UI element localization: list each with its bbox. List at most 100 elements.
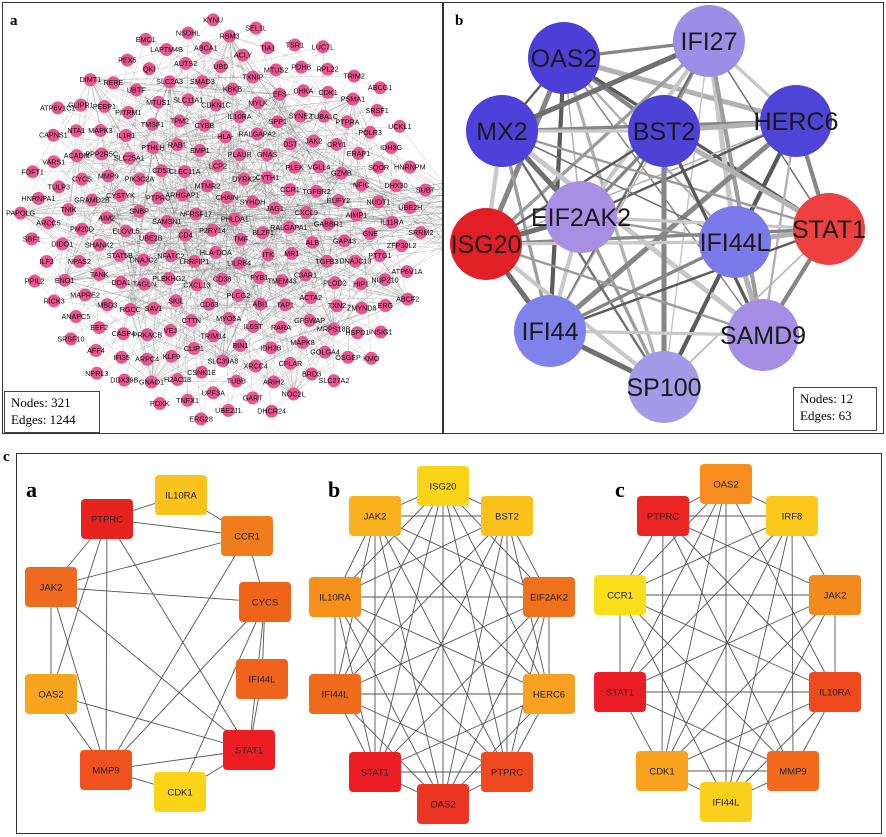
panel-c-node-mmp9[interactable]: MMP9: [80, 750, 132, 790]
gene-node-dyrk2[interactable]: DYRK2: [232, 172, 256, 186]
gene-node-h2ac18[interactable]: H2AC18: [164, 372, 191, 386]
gene-node-phlda1[interactable]: PHLDA1: [221, 212, 249, 226]
gene-node-erg28[interactable]: ERG28: [189, 412, 213, 426]
gene-node-gramd2b[interactable]: GRAMD2B: [74, 193, 110, 207]
gene-node-plaur[interactable]: PLAUR: [228, 148, 252, 162]
gene-node-slc27a2[interactable]: SLC27A2: [319, 374, 350, 388]
panel-c-node-ptprc[interactable]: PTPRC: [481, 752, 533, 792]
gene-node-cdkn1c[interactable]: CDKN1C: [201, 98, 231, 112]
gene-node-vgll4[interactable]: VGLL4: [308, 160, 330, 174]
gene-node-gnao1[interactable]: GNAO1: [139, 375, 164, 389]
gene-node-elovl5[interactable]: ELOVL5: [112, 224, 140, 238]
panel-c-node-oas2[interactable]: OAS2: [25, 674, 77, 714]
panel-c-node-cycs[interactable]: CYCS: [239, 582, 291, 622]
gene-node-shank2[interactable]: SHANK2: [85, 238, 114, 252]
gene-node-mapk3[interactable]: MAPK3: [88, 124, 113, 138]
gene-node-nsdhl[interactable]: NSDHL: [176, 26, 200, 40]
gene-node-cxcl9[interactable]: CXCL9: [295, 205, 318, 219]
gene-node-pitrm1[interactable]: PITRM1: [115, 106, 142, 120]
gene-node-gne[interactable]: GNE: [363, 227, 379, 241]
gene-node-chka[interactable]: CHKA: [293, 84, 314, 98]
gene-node-dnajc2[interactable]: DNAJC2: [129, 253, 157, 267]
gene-node-capns1[interactable]: CAPNS1: [39, 128, 68, 142]
gene-node-cystyk[interactable]: CYSTYK: [106, 188, 135, 202]
gene-node-kmo[interactable]: KMO: [363, 351, 380, 365]
gene-node-mmp9[interactable]: MMP9: [98, 169, 119, 183]
hub-node-isg20[interactable]: ISG20: [450, 208, 522, 280]
gene-node-qki[interactable]: QKI: [142, 62, 156, 76]
gene-node-gart[interactable]: GART: [243, 391, 263, 405]
panel-c-node-mmp9[interactable]: MMP9: [767, 751, 819, 791]
hub-node-bst2[interactable]: BST2: [628, 95, 700, 167]
panel-c-node-irf8[interactable]: IRF8: [766, 496, 818, 536]
gene-node-acly[interactable]: ACLY: [234, 48, 252, 62]
panel-c-node-il10ra[interactable]: IL10RA: [155, 475, 207, 515]
gene-node-mtus2[interactable]: MTUS2: [264, 63, 288, 77]
gene-node-mapre2[interactable]: MAPRE2: [70, 288, 100, 302]
gene-node-tulp3[interactable]: TULP3: [48, 180, 70, 194]
panel-c-node-jak2[interactable]: JAK2: [25, 567, 77, 607]
gene-node-plekhg2[interactable]: PLEKHG2: [152, 272, 185, 286]
gene-node-nta1[interactable]: NTA1: [67, 124, 85, 138]
gene-node-pex5[interactable]: PEX5: [118, 53, 137, 67]
gene-node-plcg2[interactable]: PLCG2: [227, 289, 251, 303]
gene-node-fyb1[interactable]: FYB1: [250, 270, 268, 284]
panel-c-node-ptprc[interactable]: PTPRC: [81, 499, 133, 539]
gene-node-srsf10[interactable]: SRSF10: [57, 332, 84, 346]
gene-node-srrm2[interactable]: SRRM2: [408, 226, 433, 240]
gene-node-upf3a[interactable]: UPF3A: [202, 386, 225, 400]
gene-node-cyth1[interactable]: CYTH1: [256, 171, 280, 185]
gene-node-papolg[interactable]: PAPOLG: [6, 206, 36, 220]
gene-node-c3ar1[interactable]: C3AR1: [294, 268, 317, 282]
panel-c-node-ifi44l[interactable]: IFI44L: [700, 782, 752, 822]
gene-node-erg[interactable]: ERG: [378, 299, 394, 313]
panel-c-node-ifi44l[interactable]: IFI44L: [236, 659, 288, 699]
gene-node-cycs[interactable]: CYCS: [72, 172, 92, 186]
gene-node-ube2b[interactable]: UBE2B: [139, 231, 163, 245]
gene-node-casp4[interactable]: CASP4: [112, 327, 136, 341]
gene-node-snbp[interactable]: SNBP: [129, 204, 149, 218]
gene-node-slc2a3[interactable]: SLC2A3: [156, 75, 183, 89]
gene-node-npas2[interactable]: NPAS2: [68, 254, 91, 268]
gene-node-tank[interactable]: TANK: [90, 267, 109, 281]
gene-node-hip1[interactable]: HIP1: [353, 277, 369, 291]
gene-node-il10ra[interactable]: IL10RA: [228, 110, 252, 124]
gene-node-aff4[interactable]: AFF4: [87, 343, 105, 357]
panel-c-node-oas2[interactable]: OAS2: [417, 784, 469, 824]
gene-node-vars1[interactable]: VARS1: [42, 155, 65, 169]
gene-node-dhcr24[interactable]: DHCR24: [257, 404, 286, 418]
gene-node-p2ry14[interactable]: P2RY14: [199, 223, 226, 237]
gene-node-brd3[interactable]: BRD3: [302, 367, 321, 381]
panel-c-node-ifi44l[interactable]: IFI44L: [309, 674, 361, 714]
gene-node-ccr1[interactable]: CCR1: [280, 183, 300, 197]
gene-node-mrps18b[interactable]: MRPS18B: [317, 322, 351, 336]
gene-node-il11ra[interactable]: IL11RA: [380, 215, 404, 229]
gene-node-tmsf1[interactable]: TMSF1: [141, 117, 165, 131]
gene-node-laptm4b[interactable]: LAPTM4B: [150, 43, 183, 57]
gene-node-cxcl13[interactable]: CXCL13: [183, 278, 210, 292]
gene-node-csnk1e[interactable]: CSNK1E: [187, 365, 216, 379]
gene-node-nfatc2[interactable]: NFATC2: [157, 249, 184, 263]
gene-node-tuba1c[interactable]: TUBA1C: [310, 109, 338, 123]
gene-node-nfrsf17[interactable]: NFRSF17: [180, 207, 212, 221]
gene-node-il6st[interactable]: IL6ST: [244, 320, 264, 334]
gene-node-arcc5[interactable]: ARCC5: [36, 216, 61, 230]
panel-c-node-stat1[interactable]: STAT1: [594, 672, 646, 712]
gene-node-dst[interactable]: DST: [283, 137, 298, 151]
gene-node-mtmr2[interactable]: MTMR2: [195, 179, 221, 193]
gene-node-glipr1[interactable]: GLIPR1: [68, 98, 94, 112]
hub-node-herc6[interactable]: HERC6: [754, 85, 839, 157]
gene-node-slc11a1[interactable]: SLC11A1: [173, 93, 203, 107]
gene-node-idh3g[interactable]: IDH3G: [380, 141, 403, 155]
gene-node-ilf3[interactable]: ILF3: [39, 254, 54, 268]
gene-node-cybb[interactable]: CYBB: [195, 118, 215, 132]
gene-node-rufy2[interactable]: RUFY2: [327, 193, 351, 207]
gene-node-klf9[interactable]: KLF9: [163, 349, 180, 363]
gene-node-abi1[interactable]: ABI1: [253, 297, 269, 311]
gene-node-ppil2[interactable]: PPIL2: [25, 274, 45, 288]
gene-node-dido1[interactable]: DIDO1: [51, 237, 73, 251]
gene-node-eno1[interactable]: ENO1: [55, 273, 75, 287]
hub-node-ifi44[interactable]: IFI44: [514, 295, 586, 367]
gene-node-acadm[interactable]: ACADM: [64, 149, 90, 163]
gene-node-nudt1[interactable]: NUDT1: [366, 195, 390, 209]
